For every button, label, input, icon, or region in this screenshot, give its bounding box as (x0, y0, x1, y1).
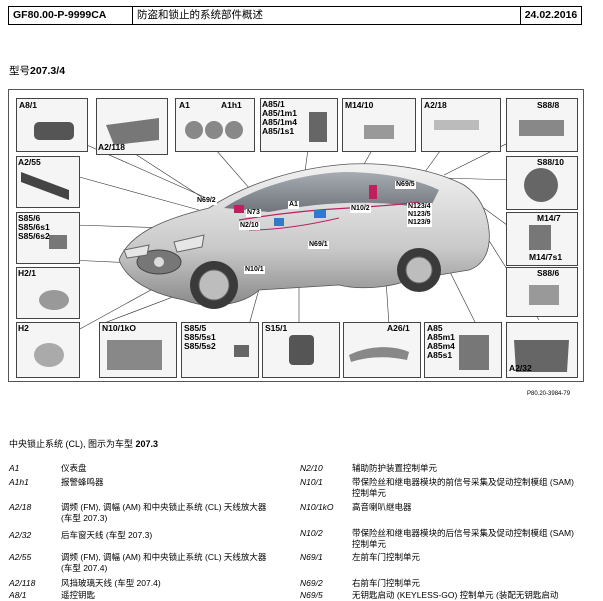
label-m14-7: M14/7 (537, 213, 561, 223)
legend-code: A1 (9, 463, 20, 473)
document-title: 防盗和锁止的系统部件概述 (133, 7, 521, 24)
label-s15-1: S15/1 (265, 323, 288, 333)
legend-desc: 风挡玻璃天线 (车型 207.4) (61, 578, 161, 588)
legend-intro: 中央锁止系统 (CL), 图示为车型 207.3 (9, 437, 158, 450)
legend-row: A8/1 遥控钥匙 (9, 590, 299, 601)
label-m14-10: M14/10 (345, 100, 374, 110)
legend-code: A1h1 (9, 477, 29, 487)
legend-code: A2/32 (9, 530, 32, 540)
legend-desc: 调频 (FM), 调幅 (AM) 和中央锁止系统 (CL) 天线放大器 (61, 502, 267, 512)
callout-a1: A1 (288, 201, 299, 209)
legend-code: N10/1 (300, 477, 323, 487)
callout-n69-5: N69/5 (395, 181, 416, 189)
legend-code: N69/5 (300, 590, 323, 600)
legend-desc: 带保险丝和继电器模块的前信号采集及促动控制模组 (SAM) (352, 477, 574, 487)
label-s88-10: S88/10 (537, 157, 564, 167)
legend-desc: 遥控钥匙 (61, 590, 96, 600)
legend-row: N69/2 右前车门控制单元 (300, 578, 600, 590)
label-s88-8: S88/8 (537, 100, 560, 110)
document-header: GF80.00-P-9999CA 防盗和锁止的系统部件概述 24.02.2016 (8, 6, 582, 25)
legend-row: A1h1 报警蜂鸣器 (9, 477, 299, 489)
legend-code: N69/2 (300, 578, 323, 588)
label-a2-118: A2/118 (98, 142, 125, 152)
legend-code: A2/18 (9, 502, 32, 512)
legend-desc-cont: (车型 207.4) (61, 563, 108, 573)
label-m14-7s1: M14/7s1 (529, 252, 563, 262)
legend-code: A2/118 (9, 578, 36, 588)
component-pictograms (21, 112, 569, 372)
callout-n10-1: N10/1 (244, 266, 265, 274)
legend-code: A8/1 (9, 590, 27, 600)
label-a2-55: A2/55 (18, 157, 41, 167)
legend-row: A2/55 调频 (FM), 调幅 (AM) 和中央锁止系统 (CL) 天线放大… (9, 552, 299, 576)
legend-row: N10/1kO 高音喇叭继电器 (300, 502, 600, 514)
legend-row: A2/32 后车窗天线 (车型 207.3) (9, 530, 299, 542)
legend-desc: 调频 (FM), 调幅 (AM) 和中央锁止系统 (CL) 天线放大器 (61, 552, 267, 562)
legend-desc: 左前车门控制单元 (352, 552, 421, 562)
callout-n10-2: N10/2 (350, 205, 371, 213)
legend-desc: 辅助防护装置控制单元 (352, 463, 438, 473)
label-a1h1: A1h1 (221, 100, 242, 110)
legend-intro-text: 中央锁止系统 (CL), 图示为车型 (9, 439, 136, 449)
legend-code: N10/2 (300, 528, 323, 538)
legend-desc-cont: 控制单元 (352, 539, 387, 549)
callout-n2-10: N2/10 (239, 222, 260, 230)
label-s88-6: S88/6 (537, 268, 560, 278)
legend-row: A1 仪表盘 (9, 463, 299, 475)
label-n10-1ko: N10/1kO (102, 323, 137, 333)
callout-n69-2: N69/2 (196, 197, 217, 205)
legend-desc: 高音喇叭继电器 (352, 502, 412, 512)
label-h2-1: H2/1 (18, 268, 36, 278)
legend-row: N69/1 左前车门控制单元 (300, 552, 600, 564)
legend-desc: 后车窗天线 (车型 207.3) (61, 530, 153, 540)
legend-row: N69/5 无钥匙启动 (KEYLESS-GO) 控制单元 (装配无钥匙启动 (300, 590, 600, 601)
legend-row: N10/2 带保险丝和继电器模块的后信号采集及促动控制模组 (SAM) 控制单元 (300, 528, 600, 552)
label-a85-group: A85/1 A85/1m1 A85/1m4 A85/1s1 (262, 99, 297, 136)
model-prefix: 型号 (9, 65, 30, 77)
legend-row: N10/1 带保险丝和继电器模块的前信号采集及促动控制模组 (SAM) 控制单元 (300, 477, 600, 501)
legend-code: A2/55 (9, 552, 32, 562)
legend-row: A2/118 风挡玻璃天线 (车型 207.4) (9, 578, 299, 590)
label-h2: H2 (18, 323, 29, 333)
legend-intro-model: 207.3 (135, 439, 159, 449)
model-line: 型号207.3/4 (9, 63, 65, 78)
label-a2-32: A2/32 (509, 363, 532, 373)
label-a1: A1 (179, 100, 190, 110)
legend-code: N69/1 (300, 552, 323, 562)
label-a8-1: A8/1 (19, 100, 37, 110)
legend-desc: 无钥匙启动 (KEYLESS-GO) 控制单元 (装配无钥匙启动 (352, 590, 559, 600)
figure-reference: P80.20-3984-79 (527, 391, 571, 397)
document-date: 24.02.2016 (524, 9, 578, 21)
label-s85-6-group: S85/6 S85/6s1 S85/6s2 (18, 213, 50, 241)
switch-s85-6-box (16, 212, 80, 264)
horn-h2-1-box (16, 267, 80, 319)
label-s85-5-group: S85/5 S85/5s1 S85/5s2 (184, 323, 216, 351)
legend-row: N2/10 辅助防护装置控制单元 (300, 463, 600, 475)
legend-desc: 仪表盘 (61, 463, 87, 473)
legend-desc-cont: 控制单元 (352, 488, 387, 498)
legend-code: N2/10 (300, 463, 323, 473)
legend-desc: 带保险丝和继电器模块的后信号采集及促动控制模组 (SAM) (352, 528, 574, 538)
motor-m14-7-box (506, 212, 578, 266)
legend-desc: 报警蜂鸣器 (61, 477, 104, 487)
label-a85-bottom: A85 A85m1 A85m4 A85s1 (427, 323, 455, 360)
legend-desc-cont: (车型 207.3) (61, 513, 108, 523)
label-a26-1: A26/1 (387, 323, 410, 333)
legend-code: N10/1kO (300, 502, 334, 512)
legend-desc: 右前车门控制单元 (352, 578, 421, 588)
legend-row: A2/18 调频 (FM), 调幅 (AM) 和中央锁止系统 (CL) 天线放大… (9, 502, 299, 526)
callout-n69-1: N69/1 (308, 241, 329, 249)
callout-n123: N123/4 N123/5 N123/9 (407, 203, 432, 227)
document-id: GF80.00-P-9999CA (9, 7, 133, 24)
label-a2-18: A2/18 (424, 100, 447, 110)
model-value: 207.3/4 (30, 65, 66, 77)
callout-n73: N73 (246, 209, 261, 217)
component-diagram: A8/1 A2/118 A1 A1h1 A85/1 A85/1m1 A85/1m… (8, 89, 584, 382)
car-illustration (53, 124, 540, 336)
